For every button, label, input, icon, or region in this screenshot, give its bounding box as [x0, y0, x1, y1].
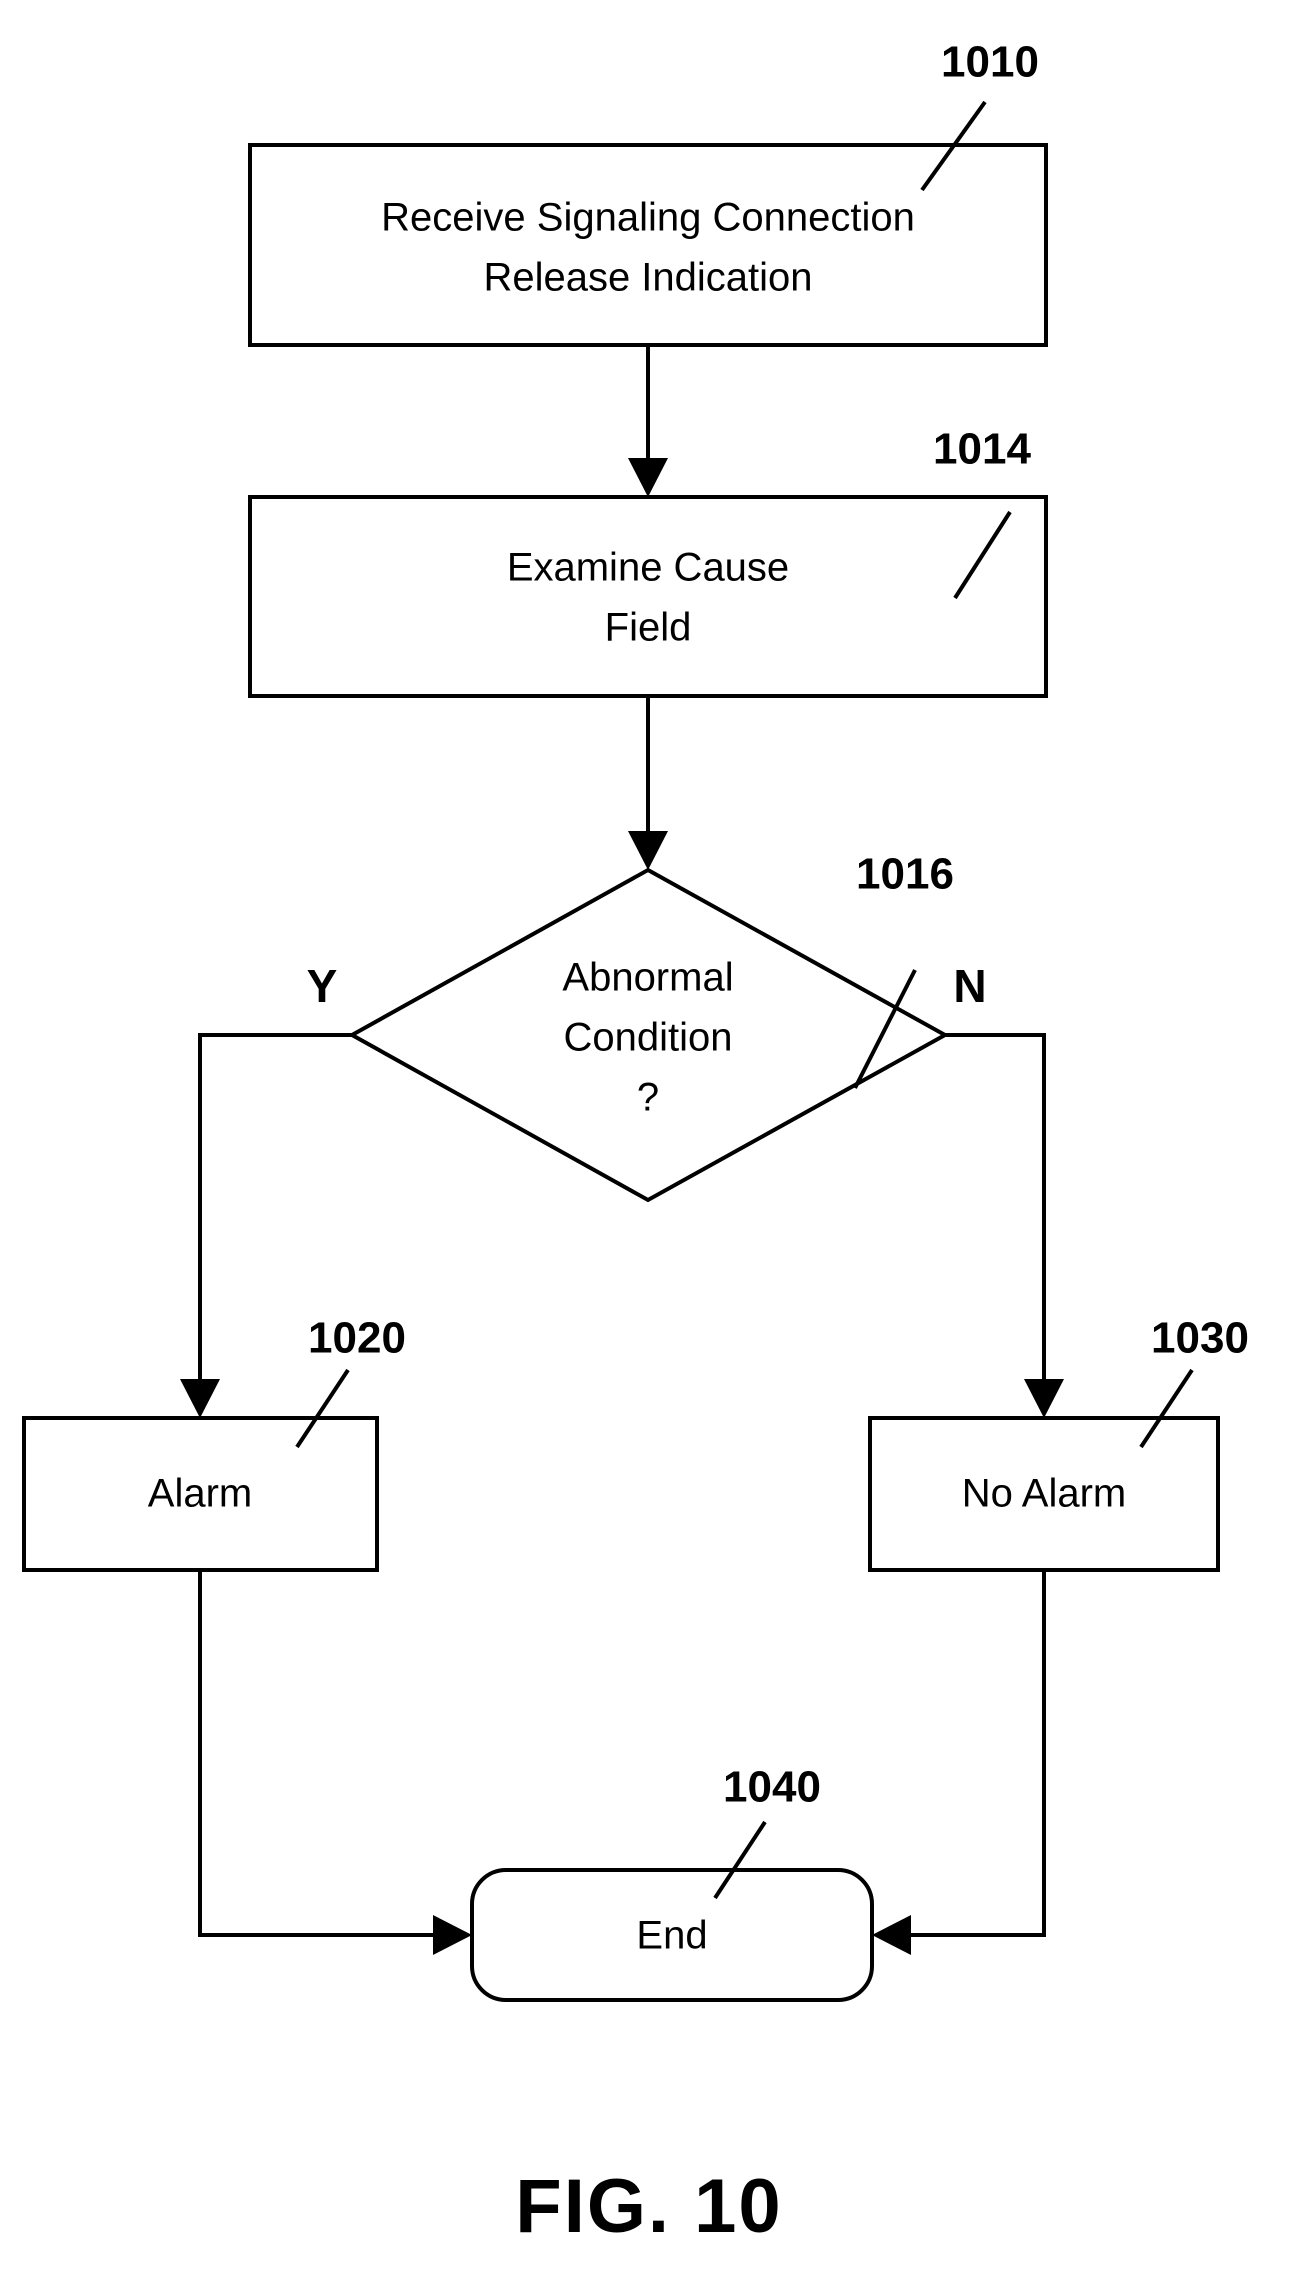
figure-caption: FIG. 10 [515, 2164, 782, 2249]
node-label-receive-line1: Receive Signaling Connection [381, 196, 915, 240]
connector-alarm-to-end [198, 1570, 445, 1937]
node-label-no-alarm: No Alarm [962, 1472, 1127, 1516]
node-label-end: End [636, 1914, 707, 1958]
node-label-examine-line1: Examine Cause [507, 546, 789, 590]
arrowhead-examine-to-decision [628, 831, 668, 870]
node-alarm [22, 1416, 379, 1572]
node-label-alarm: Alarm [148, 1472, 252, 1516]
node-label-receive-line2: Release Indication [483, 256, 812, 300]
ref-number-1030: 1030 [1151, 1314, 1249, 1363]
ref-number-1010: 1010 [941, 38, 1039, 87]
node-examine-cause-field [248, 495, 1048, 698]
node-label-examine-line2: Field [605, 606, 692, 650]
leader-line-1030 [1139, 1368, 1194, 1449]
arrowhead-receive-to-examine [628, 458, 668, 497]
branch-label-yes: Y [307, 960, 338, 1012]
leader-line-1010 [920, 100, 987, 192]
node-label-decision-line1: Abnormal [562, 956, 733, 1000]
node-label-decision-line3: ? [637, 1076, 659, 1120]
arrowhead-no-to-no-alarm [1024, 1379, 1064, 1418]
ref-number-1014: 1014 [933, 425, 1031, 474]
node-receive-signaling-connection-release-indication [248, 143, 1048, 347]
leader-line-1040 [713, 1820, 767, 1900]
node-abnormal-condition-decision [347, 867, 950, 1203]
leader-line-1016 [853, 969, 917, 1089]
ref-number-1016: 1016 [856, 850, 954, 899]
connector-no-to-no-alarm [945, 1033, 1046, 1391]
connector-no-alarm-to-end [899, 1570, 1046, 1937]
arrowhead-yes-to-alarm [180, 1379, 220, 1418]
arrowhead-alarm-to-end [433, 1915, 472, 1955]
branch-label-no: N [953, 960, 986, 1012]
arrowhead-no-alarm-to-end [872, 1915, 911, 1955]
leader-line-1020 [295, 1368, 350, 1449]
leader-line-1014 [953, 510, 1012, 600]
ref-number-1040: 1040 [723, 1763, 821, 1812]
ref-number-1020: 1020 [308, 1314, 406, 1363]
connector-yes-to-alarm [198, 1033, 352, 1391]
node-label-decision-line2: Condition [563, 1016, 732, 1060]
node-end [470, 1868, 874, 2002]
